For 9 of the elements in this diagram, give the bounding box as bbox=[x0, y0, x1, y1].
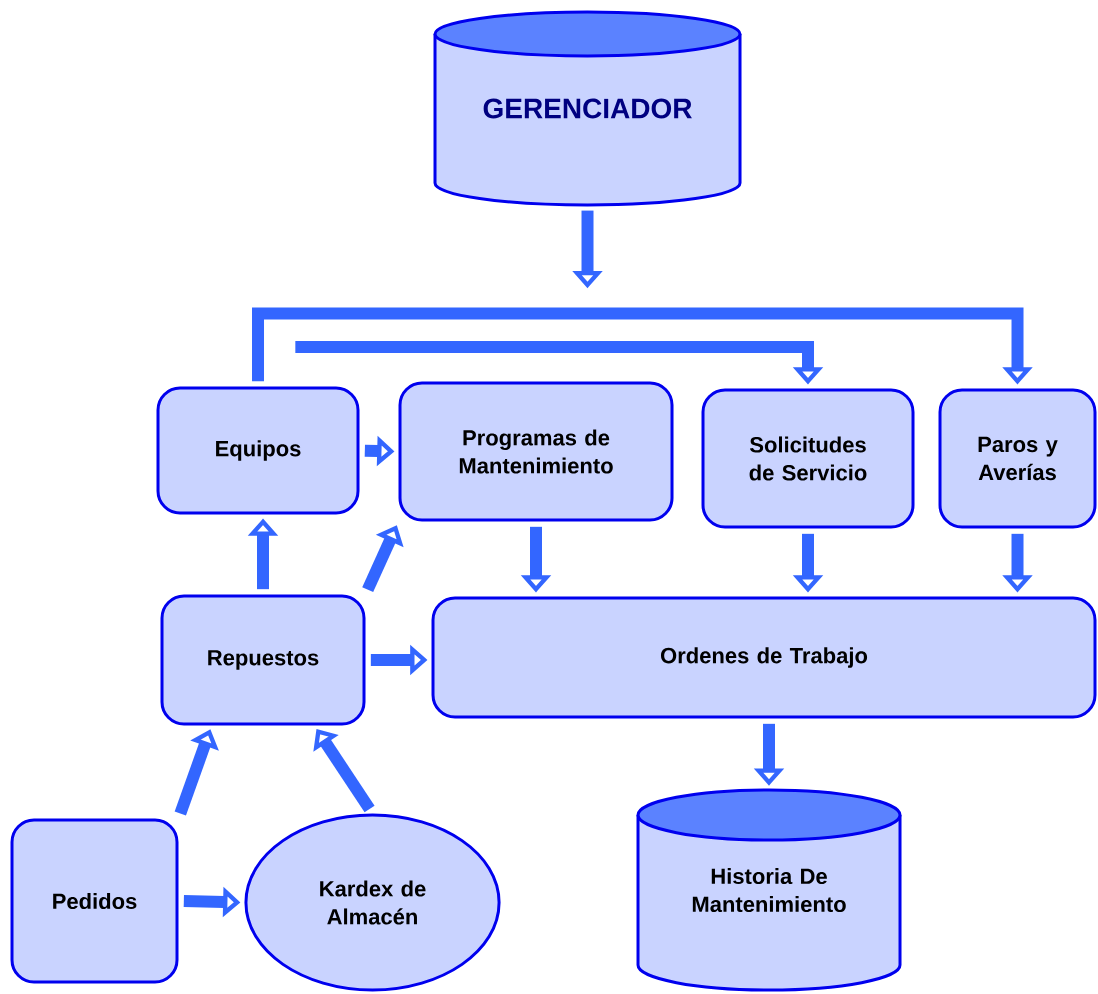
process-box: Solicitudes de Servicio bbox=[701, 388, 915, 529]
process-box: Pedidos bbox=[10, 818, 179, 984]
process-box: Programas de Mantenimiento bbox=[398, 381, 674, 522]
process-box: Ordenes de Trabajo bbox=[431, 596, 1097, 719]
database-cylinder: Historia De Mantenimiento bbox=[636, 788, 902, 992]
database-cylinder: GERENCIADOR bbox=[433, 10, 742, 207]
process-box: Equipos bbox=[156, 386, 360, 515]
process-box: Paros y Averías bbox=[938, 388, 1097, 529]
process-box: Repuestos bbox=[160, 594, 366, 726]
